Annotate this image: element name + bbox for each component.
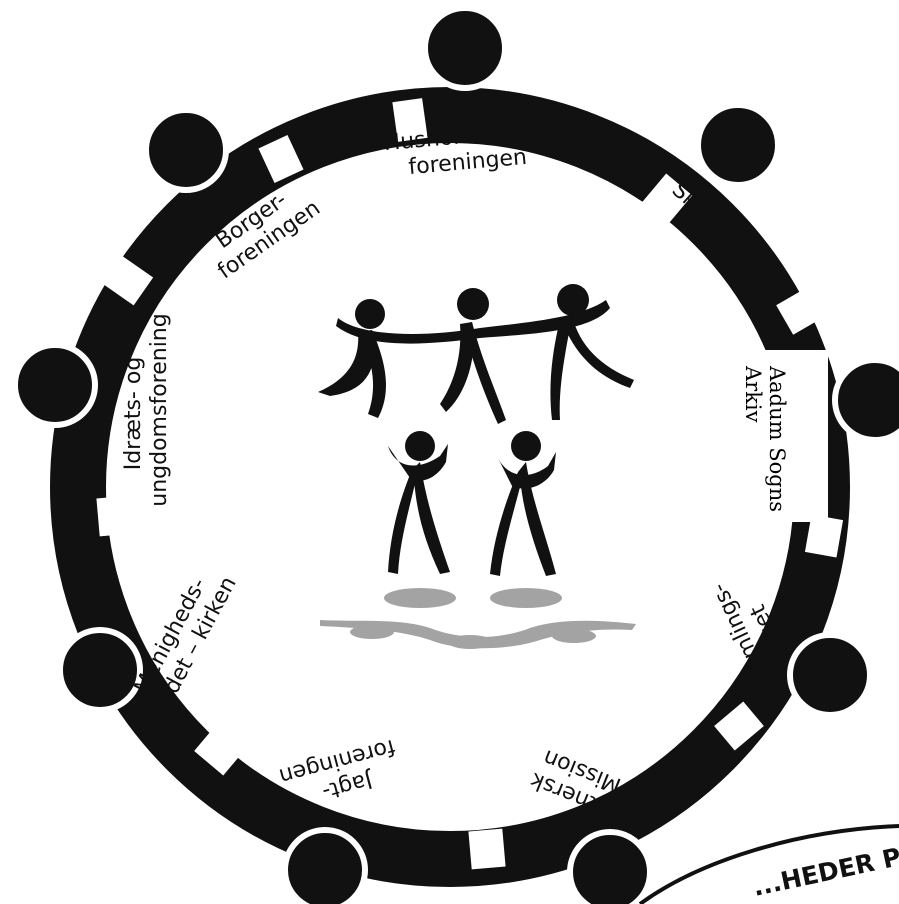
head-icon bbox=[285, 830, 365, 904]
head-icon bbox=[60, 630, 140, 710]
head-icon bbox=[790, 635, 870, 715]
archive-note-line-1: Aadum Sogns bbox=[765, 365, 789, 512]
head-icon bbox=[570, 832, 650, 904]
head-icon bbox=[146, 110, 226, 190]
head-icon bbox=[835, 360, 899, 440]
archive-note-line-2: Arkiv bbox=[741, 365, 765, 423]
corner-banner: ...HEDER PÅ bbox=[640, 826, 899, 904]
segment-label-idraet-2: ungdomsforening bbox=[147, 313, 172, 506]
archive-note: Aadum Sogns Arkiv bbox=[741, 350, 828, 522]
segment-label-idraet-1: Idræts- og bbox=[121, 357, 146, 471]
head-icon bbox=[15, 345, 95, 425]
head-icon bbox=[698, 105, 778, 185]
head-icon bbox=[425, 8, 505, 88]
